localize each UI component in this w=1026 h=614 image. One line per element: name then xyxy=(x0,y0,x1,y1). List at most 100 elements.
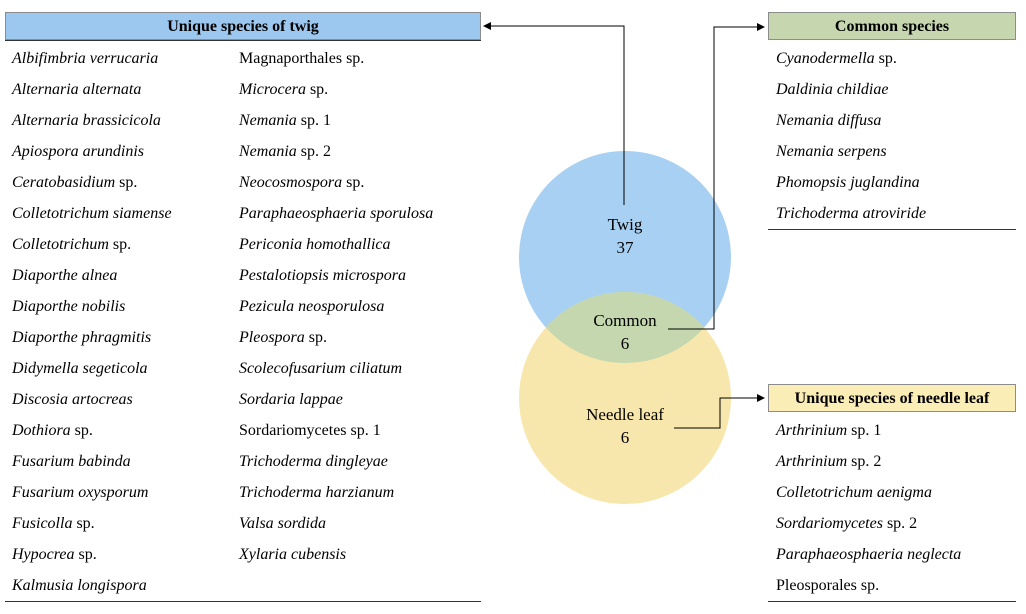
needle-panel-title: Unique species of needle leaf xyxy=(768,384,1016,412)
species-item: Arthrinium sp. 2 xyxy=(776,446,961,477)
species-name-suffix: sp. xyxy=(874,50,897,67)
species-name-italic: Pezicula neosporulosa xyxy=(239,298,385,315)
species-name-italic: Colletotrichum aenigma xyxy=(776,484,932,501)
needle-leaf-arrow xyxy=(674,394,765,429)
species-name-italic: Phomopsis juglandina xyxy=(776,174,920,191)
needle-species-list: Arthrinium sp. 1 Arthrinium sp. 2 Colletot… xyxy=(776,415,961,601)
species-item: Pestalotiopsis microspora xyxy=(239,260,433,291)
species-item: Trichoderma harzianum xyxy=(239,477,433,508)
species-name-suffix: sp. 1 xyxy=(296,112,332,129)
species-item: Sordaria lappae xyxy=(239,384,433,415)
species-item: Fusarium babinda xyxy=(12,446,172,477)
species-name-suffix: sp. xyxy=(305,81,329,98)
species-name-italic: Alternaria brassicicola xyxy=(12,112,161,129)
species-name-suffix: Sordariomycetes sp. 1 xyxy=(239,422,381,439)
species-name-italic: Trichoderma harzianum xyxy=(239,484,395,501)
needle-leaf-label: Needle leaf xyxy=(586,405,664,424)
species-name-suffix: Pleosporales sp. xyxy=(776,577,880,594)
species-name-italic: Trichoderma atroviride xyxy=(776,205,927,222)
species-item: Alternaria alternata xyxy=(12,74,172,105)
species-name-suffix: sp. 2 xyxy=(882,515,918,532)
species-item: Nemania diffusa xyxy=(776,105,926,136)
species-item: Sordariomycetes sp. 2 xyxy=(776,508,961,539)
species-name-suffix: sp. xyxy=(74,546,97,563)
species-name-italic: Sordaria lappae xyxy=(239,391,343,408)
species-name-italic: Nemania xyxy=(239,143,297,160)
species-name-italic: Nemania xyxy=(239,112,297,129)
species-name-italic: Xylaria cubensis xyxy=(239,546,347,563)
needle-panel-bottom-rule xyxy=(768,601,1016,602)
species-name-italic: Apiospora arundinis xyxy=(12,143,145,160)
species-name-italic: Daldinia childiae xyxy=(776,81,889,98)
common-label: Common xyxy=(593,311,657,330)
species-name-italic: Arthrinium xyxy=(776,453,848,470)
species-item: Alternaria brassicicola xyxy=(12,105,172,136)
species-name-italic: Hypocrea xyxy=(12,546,75,563)
species-name-suffix: sp. xyxy=(108,236,132,253)
species-item: Diaporthe phragmitis xyxy=(12,322,172,353)
twig-arrow xyxy=(483,22,625,205)
species-item: Albifimbria verrucaria xyxy=(12,43,172,74)
species-name-suffix: sp. xyxy=(342,174,365,191)
common-arrow xyxy=(668,23,765,330)
species-name-italic: Paraphaeosphaeria sporulosa xyxy=(239,205,434,222)
species-item: Apiospora arundinis xyxy=(12,136,172,167)
species-name-italic: Dothiora xyxy=(12,422,71,439)
species-item: Colletotrichum siamense xyxy=(12,198,172,229)
species-name-suffix: sp. 2 xyxy=(296,143,332,160)
species-name-italic: Fusarium oxysporum xyxy=(12,484,149,501)
twig-panel-bottom-rule xyxy=(5,601,481,602)
species-item: Daldinia childiae xyxy=(776,74,926,105)
species-item: Kalmusia longispora xyxy=(12,570,172,601)
species-name-italic: Pleospora xyxy=(239,329,305,346)
species-name-italic: Neocosmospora xyxy=(239,174,343,191)
species-item: Diaporthe alnea xyxy=(12,260,172,291)
species-name-suffix: sp. 2 xyxy=(847,453,882,470)
species-name-italic: Diaporthe nobilis xyxy=(12,298,126,315)
species-name-italic: Periconia homothallica xyxy=(239,236,391,253)
twig-count: 37 xyxy=(617,238,635,257)
species-item: Fusicolla sp. xyxy=(12,508,172,539)
species-name-italic: Pestalotiopsis microspora xyxy=(239,267,406,284)
species-name-italic: Scolecofusarium ciliatum xyxy=(239,360,403,377)
species-item: Pleosporales sp. xyxy=(776,570,961,601)
species-name-italic: Albifimbria verrucaria xyxy=(12,50,159,67)
species-name-italic: Colletotrichum siamense xyxy=(12,205,172,222)
species-item: Discosia artocreas xyxy=(12,384,172,415)
species-item: Nemania serpens xyxy=(776,136,926,167)
twig-panel-top-rule xyxy=(5,40,481,41)
common-panel-bottom-rule xyxy=(768,229,1016,230)
species-name-suffix: Magnaporthales sp. xyxy=(239,50,365,67)
twig-label: Twig xyxy=(608,215,643,234)
species-item: Pezicula neosporulosa xyxy=(239,291,433,322)
species-item: Periconia homothallica xyxy=(239,229,433,260)
species-item: Magnaporthales sp. xyxy=(239,43,433,74)
species-name-italic: Alternaria alternata xyxy=(12,81,142,98)
species-item: Ceratobasidium sp. xyxy=(12,167,172,198)
species-name-italic: Fusarium babinda xyxy=(12,453,131,470)
species-name-italic: Colletotrichum xyxy=(12,236,109,253)
common-panel-title: Common species xyxy=(768,12,1016,40)
species-item: Didymella segeticola xyxy=(12,353,172,384)
species-item: Valsa sordida xyxy=(239,508,433,539)
species-name-italic: Cyanodermella xyxy=(776,50,875,67)
species-item: Nemania sp. 1 xyxy=(239,105,433,136)
twig-panel-title: Unique species of twig xyxy=(5,12,481,40)
species-name-suffix: sp. 1 xyxy=(847,422,882,439)
common-count: 6 xyxy=(621,334,630,353)
species-name-italic: Ceratobasidium xyxy=(12,174,116,191)
species-item: Trichoderma dingleyae xyxy=(239,446,433,477)
species-name-suffix: sp. xyxy=(115,174,138,191)
species-name-italic: Nemania serpens xyxy=(776,143,887,160)
species-item: Dothiora sp. xyxy=(12,415,172,446)
species-name-suffix: sp. xyxy=(304,329,328,346)
species-name-suffix: sp. xyxy=(72,515,95,532)
species-item: Trichoderma atroviride xyxy=(776,198,926,229)
species-item: Scolecofusarium ciliatum xyxy=(239,353,433,384)
species-name-italic: Fusicolla xyxy=(12,515,73,532)
species-item: Microcera sp. xyxy=(239,74,433,105)
species-item: Colletotrichum aenigma xyxy=(776,477,961,508)
